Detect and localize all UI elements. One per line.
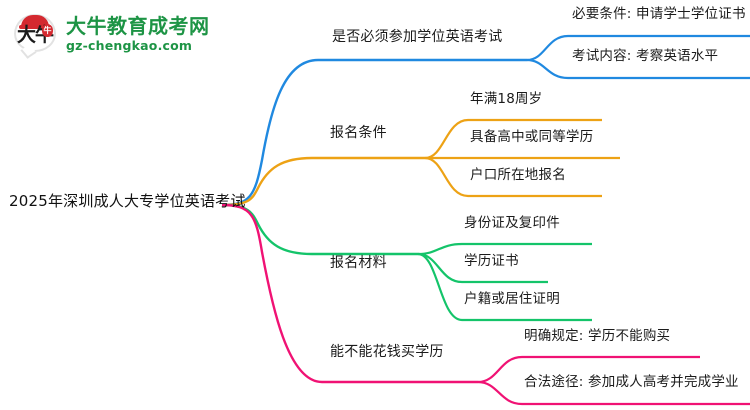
logo-title: 大牛教育成考网 bbox=[66, 13, 210, 38]
mindmap-leaf-0-1[interactable]: 考试内容: 考察英语水平 bbox=[572, 48, 719, 64]
logo-badge-icon: 牛 bbox=[42, 24, 53, 37]
logo-mark-icon: 牛 大牛 bbox=[14, 12, 58, 56]
leaf-line-1-2 bbox=[424, 156, 602, 198]
leaf-line-1-0 bbox=[424, 118, 602, 160]
mindmap-branch-2[interactable]: 报名材料 bbox=[330, 255, 387, 271]
leaf-line-0-1 bbox=[526, 58, 750, 80]
leaf-line-3-1 bbox=[477, 380, 750, 406]
mindmap-root-node[interactable]: 2025年深圳成人大专学位英语考试 bbox=[9, 192, 246, 210]
branch-line-0 bbox=[221, 58, 527, 207]
logo-cap-band-shape bbox=[19, 25, 51, 29]
mindmap-leaf-3-1[interactable]: 合法途径: 参加成人高考并完成学业 bbox=[524, 374, 739, 390]
mindmap-branch-1[interactable]: 报名条件 bbox=[330, 125, 387, 141]
mindmap-leaf-2-2[interactable]: 户籍或居住证明 bbox=[464, 291, 560, 307]
mindmap-leaf-2-1[interactable]: 学历证书 bbox=[464, 253, 519, 269]
mindmap-branch-0[interactable]: 是否必须参加学位英语考试 bbox=[332, 29, 503, 45]
branch-line-3 bbox=[221, 203, 478, 384]
branch-line-2 bbox=[221, 203, 418, 256]
mindmap-leaf-1-2[interactable]: 户口所在地报名 bbox=[470, 167, 566, 183]
leaf-line-2-0 bbox=[417, 242, 592, 256]
logo-subtitle: gz-chengkao.com bbox=[66, 37, 193, 53]
mindmap-branch-3[interactable]: 能不能花钱买学历 bbox=[330, 344, 444, 360]
leaf-line-3-0 bbox=[477, 355, 700, 384]
branch-line-1 bbox=[221, 156, 425, 207]
leaf-line-2-2 bbox=[417, 252, 592, 322]
logo-cap-shape bbox=[21, 15, 49, 27]
mindmap-leaf-1-1[interactable]: 具备高中或同等学历 bbox=[470, 129, 594, 145]
leaf-line-0-0 bbox=[526, 34, 750, 62]
site-logo: 牛 大牛 大牛教育成考网 gz-chengkao.com bbox=[14, 12, 210, 56]
logo-text-block: 大牛教育成考网 gz-chengkao.com bbox=[66, 16, 210, 53]
logo-badge-label: 牛 bbox=[43, 26, 52, 35]
mindmap-leaf-2-0[interactable]: 身份证及复印件 bbox=[464, 215, 560, 231]
mindmap-leaf-3-0[interactable]: 明确规定: 学历不能购买 bbox=[524, 328, 671, 344]
mindmap-leaf-0-0[interactable]: 必要条件: 申请学士学位证书 bbox=[572, 6, 746, 22]
mindmap-leaf-1-0[interactable]: 年满18周岁 bbox=[470, 91, 543, 107]
